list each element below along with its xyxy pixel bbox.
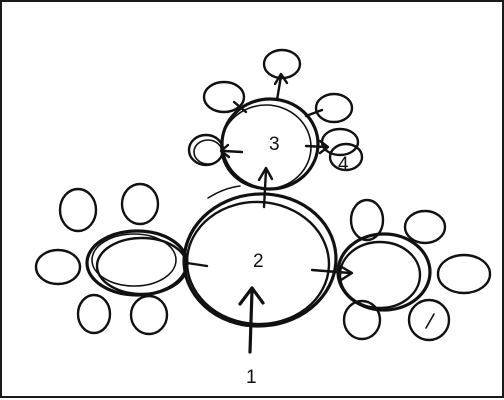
left-circle-petals (36, 184, 167, 334)
right-circle-petals (344, 200, 490, 340)
label-3: 3 (269, 134, 280, 155)
left-circle (87, 231, 187, 295)
label-4: 4 (338, 154, 349, 175)
arrow-center-to-left (187, 263, 207, 266)
arrow-bottom-into-center (240, 288, 263, 352)
label-2: 2 (253, 251, 264, 272)
label-1: 1 (246, 367, 257, 388)
